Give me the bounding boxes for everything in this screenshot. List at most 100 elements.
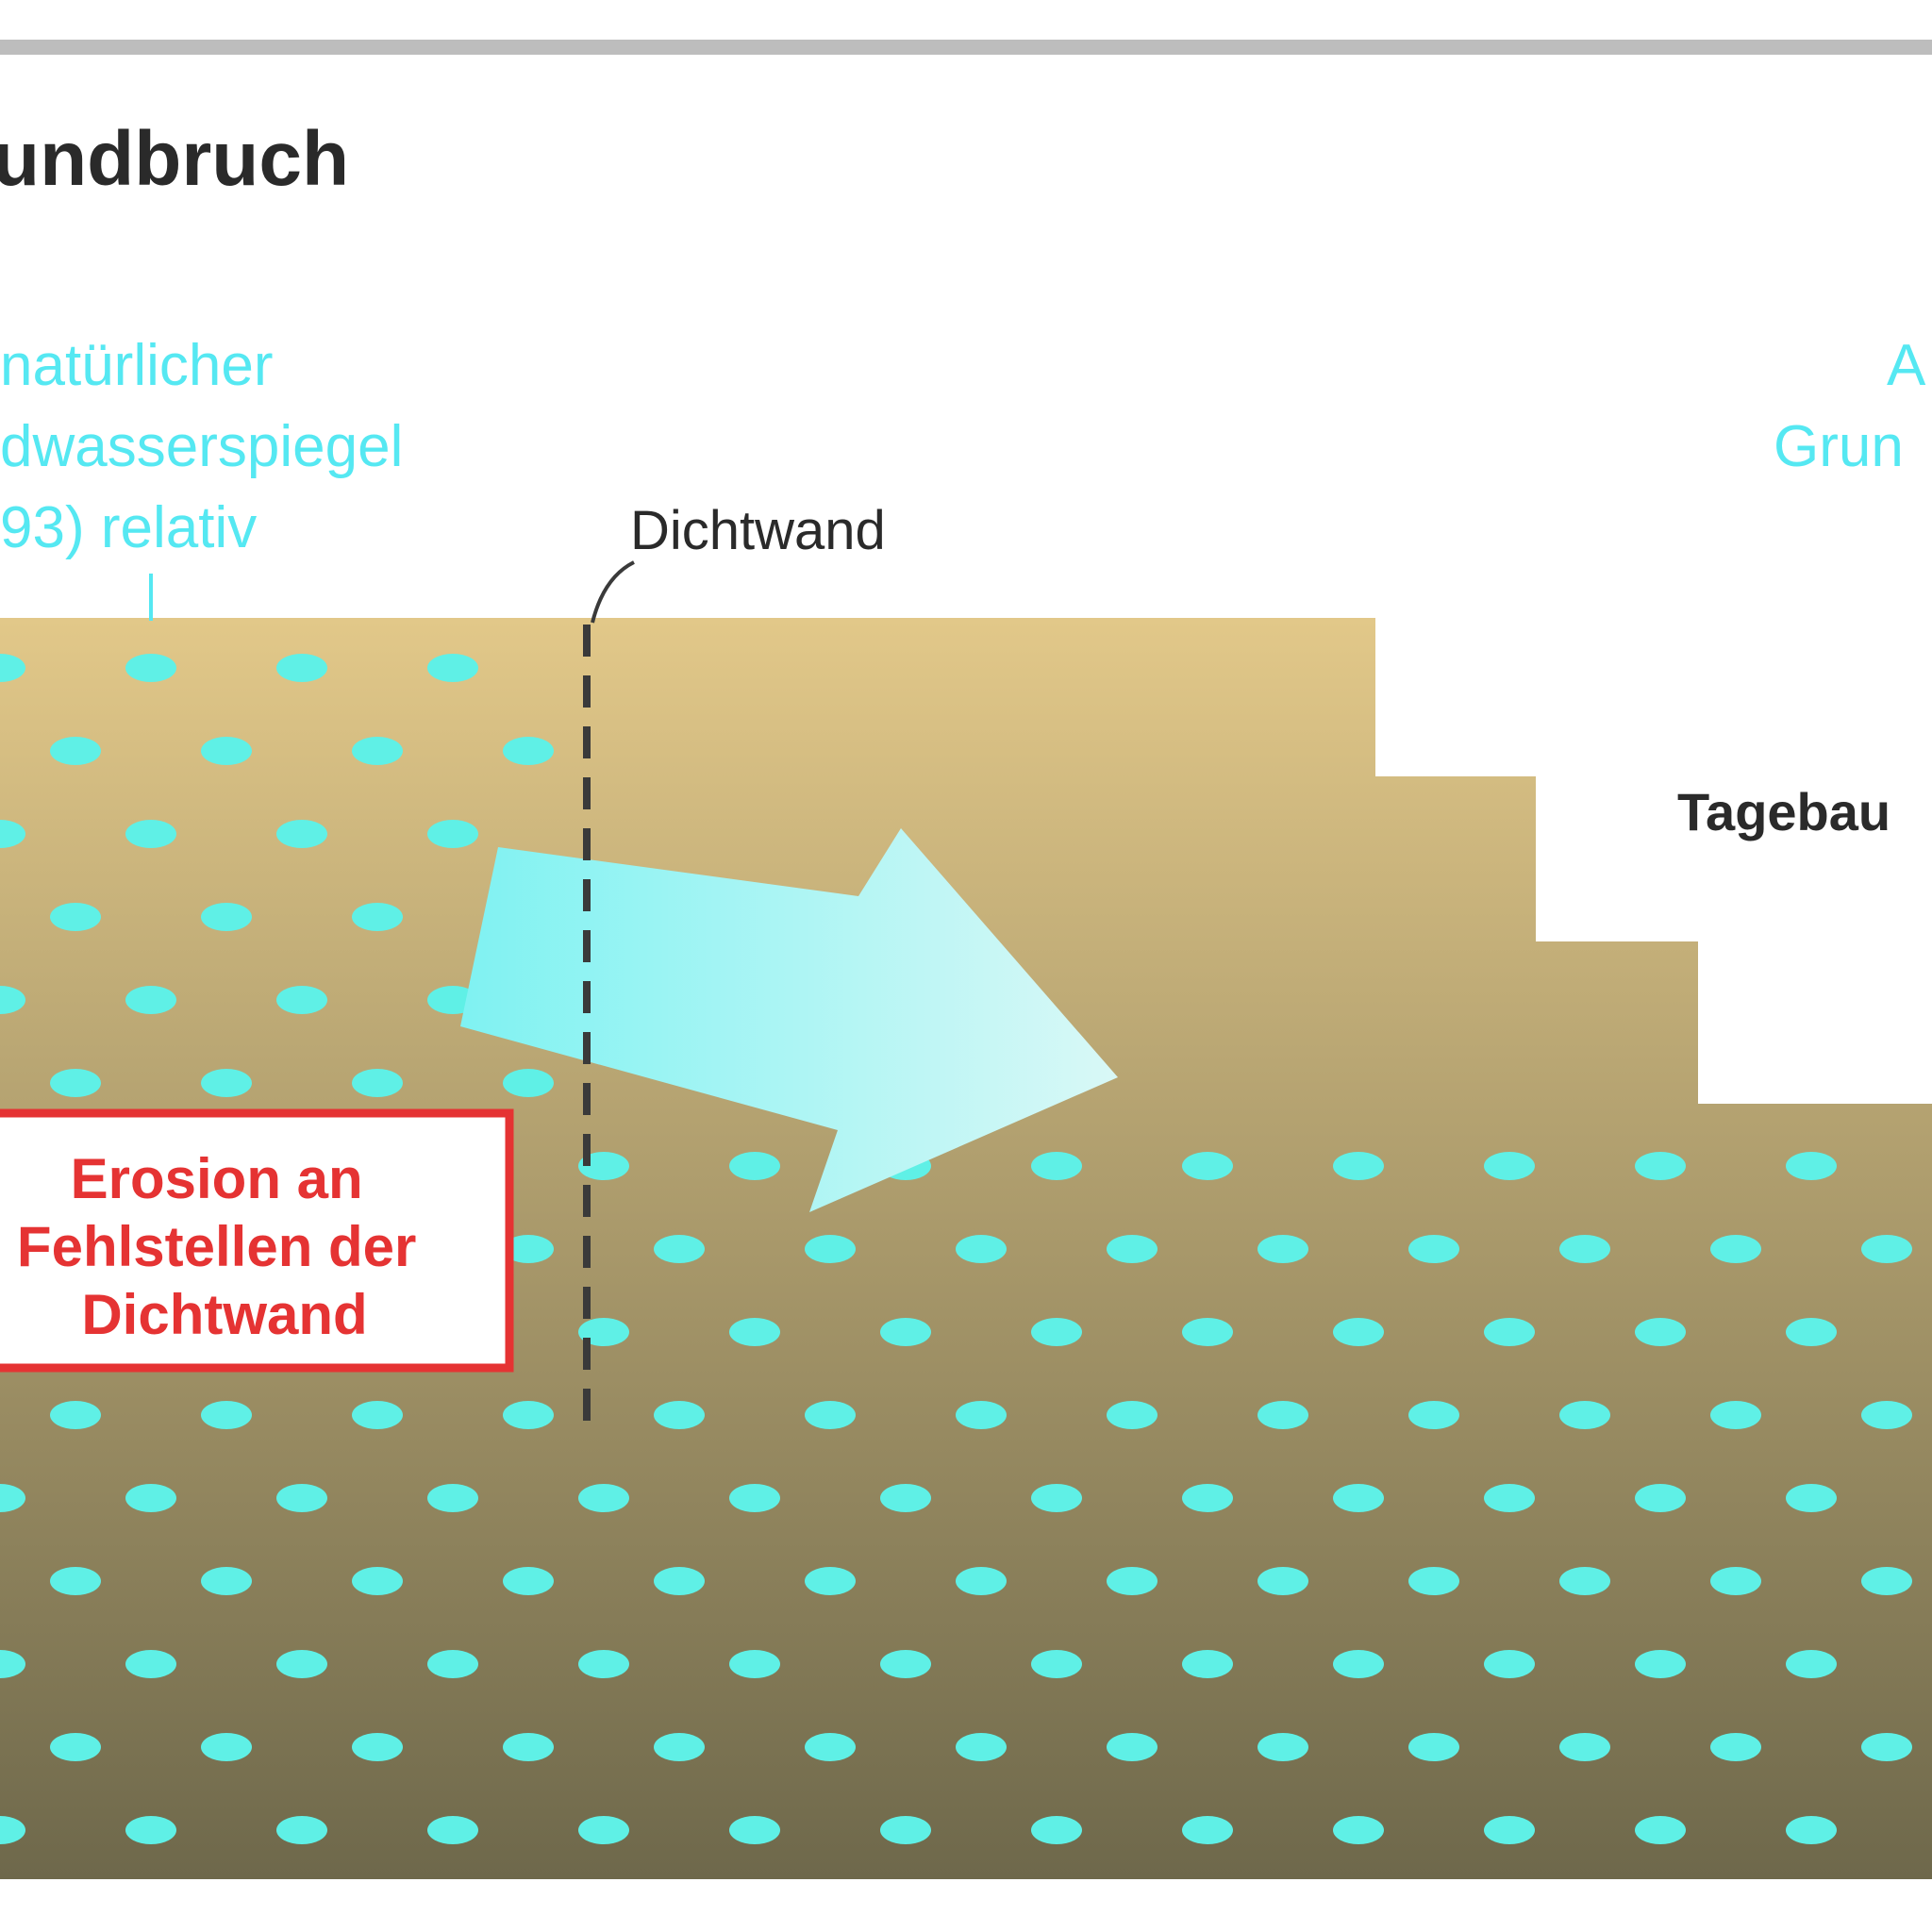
right-level-line-2: Grun: [1774, 414, 1904, 479]
groundwater-dot: [50, 1401, 101, 1429]
groundwater-dot: [1861, 1235, 1912, 1263]
groundwater-dot: [1786, 1318, 1837, 1346]
groundwater-dot: [729, 1484, 780, 1512]
erosion-alert-line-3: Dichtwand: [81, 1283, 367, 1346]
groundwater-dot: [1861, 1567, 1912, 1595]
natural-level-label: natürlicher dwasserspiegel 93) relativ: [0, 333, 420, 560]
groundwater-dot: [50, 903, 101, 931]
erosion-alert-line-2: Fehlstellen der: [17, 1215, 416, 1278]
groundwater-dot: [427, 654, 478, 682]
groundwater-dot: [1333, 1650, 1384, 1678]
groundwater-dot: [1182, 1650, 1233, 1678]
groundwater-dot: [1107, 1401, 1158, 1429]
groundwater-dot: [1559, 1567, 1610, 1595]
groundwater-dot: [1107, 1235, 1158, 1263]
groundwater-dot: [503, 1567, 554, 1595]
groundwater-dot: [1861, 1401, 1912, 1429]
groundwater-dot: [1182, 1816, 1233, 1844]
natural-level-line-3: 93) relativ: [0, 495, 257, 560]
groundwater-dot: [1107, 1733, 1158, 1761]
groundwater-dot: [1257, 1567, 1308, 1595]
groundwater-dot: [50, 1069, 101, 1097]
groundwater-dot: [276, 820, 327, 848]
groundwater-dot: [956, 1401, 1007, 1429]
groundwater-dot: [201, 1733, 252, 1761]
erosion-alert-box: Erosion an Fehlstellen der Dichtwand: [0, 1113, 509, 1368]
groundwater-dot: [1635, 1318, 1686, 1346]
groundwater-dot: [1559, 1401, 1610, 1429]
open-pit-label: Tagebau: [1677, 782, 1890, 841]
groundwater-dot: [125, 1816, 176, 1844]
groundwater-dot: [125, 820, 176, 848]
groundwater-dot: [805, 1567, 856, 1595]
sealing-wall-label: Dichtwand: [630, 500, 886, 561]
groundwater-dot: [125, 986, 176, 1014]
groundwater-dot: [201, 1401, 252, 1429]
groundwater-dot: [1635, 1152, 1686, 1180]
groundwater-dot: [956, 1235, 1007, 1263]
groundwater-dot: [880, 1816, 931, 1844]
groundwater-dot: [1182, 1318, 1233, 1346]
groundwater-dot: [427, 1816, 478, 1844]
groundwater-dot: [1710, 1401, 1761, 1429]
groundwater-dot: [125, 1484, 176, 1512]
groundwater-dot: [1559, 1733, 1610, 1761]
groundwater-dot: [352, 903, 403, 931]
groundwater-dot: [654, 1733, 705, 1761]
groundwater-dot: [805, 1235, 856, 1263]
groundwater-dot: [352, 737, 403, 765]
groundwater-dot: [276, 986, 327, 1014]
groundwater-dot: [1710, 1235, 1761, 1263]
groundwater-dot: [1408, 1235, 1459, 1263]
groundwater-dot: [729, 1318, 780, 1346]
groundwater-dot: [1710, 1733, 1761, 1761]
groundwater-dot: [1484, 1484, 1535, 1512]
groundwater-dot: [1408, 1733, 1459, 1761]
groundwater-dot: [880, 1650, 931, 1678]
groundwater-dot: [50, 1733, 101, 1761]
groundwater-dot: [880, 1484, 931, 1512]
groundwater-dot: [729, 1816, 780, 1844]
groundwater-dot: [276, 1650, 327, 1678]
groundwater-dot: [276, 1484, 327, 1512]
groundwater-dot: [1484, 1318, 1535, 1346]
groundwater-dot: [427, 1650, 478, 1678]
groundwater-dot: [1257, 1235, 1308, 1263]
groundwater-dot: [125, 654, 176, 682]
right-level-line-1: A: [1887, 333, 1926, 398]
groundwater-dot: [1182, 1484, 1233, 1512]
groundwater-dot: [578, 1816, 629, 1844]
groundwater-dot: [1861, 1733, 1912, 1761]
groundwater-dot: [427, 820, 478, 848]
groundwater-dot: [1786, 1152, 1837, 1180]
right-level-label: A Grun: [1774, 333, 1932, 479]
erosion-alert-line-1: Erosion an: [71, 1147, 363, 1210]
groundwater-dot: [729, 1650, 780, 1678]
groundwater-dot: [1408, 1401, 1459, 1429]
groundwater-dot: [1333, 1484, 1384, 1512]
groundwater-dot: [201, 1567, 252, 1595]
groundwater-dot: [201, 903, 252, 931]
groundwater-dot: [503, 737, 554, 765]
groundwater-dot: [1182, 1152, 1233, 1180]
groundwater-dot: [1031, 1318, 1082, 1346]
groundwater-dot: [654, 1235, 705, 1263]
groundwater-dot: [1333, 1816, 1384, 1844]
diagram-title: undbruch: [0, 116, 349, 202]
groundwater-dot: [201, 1069, 252, 1097]
groundwater-dot: [352, 1733, 403, 1761]
groundwater-dot: [1484, 1650, 1535, 1678]
groundwater-dot: [352, 1567, 403, 1595]
natural-level-line-2: dwasserspiegel: [0, 414, 403, 479]
natural-level-line-1: natürlicher: [0, 333, 273, 398]
groundwater-dot: [578, 1484, 629, 1512]
groundwater-dot: [503, 1069, 554, 1097]
groundwater-dot: [276, 654, 327, 682]
groundwater-dot: [1257, 1401, 1308, 1429]
groundwater-dot: [201, 737, 252, 765]
groundwater-dot: [1786, 1816, 1837, 1844]
groundwater-dot: [427, 1484, 478, 1512]
groundwater-dot: [352, 1069, 403, 1097]
groundwater-dot: [1107, 1567, 1158, 1595]
